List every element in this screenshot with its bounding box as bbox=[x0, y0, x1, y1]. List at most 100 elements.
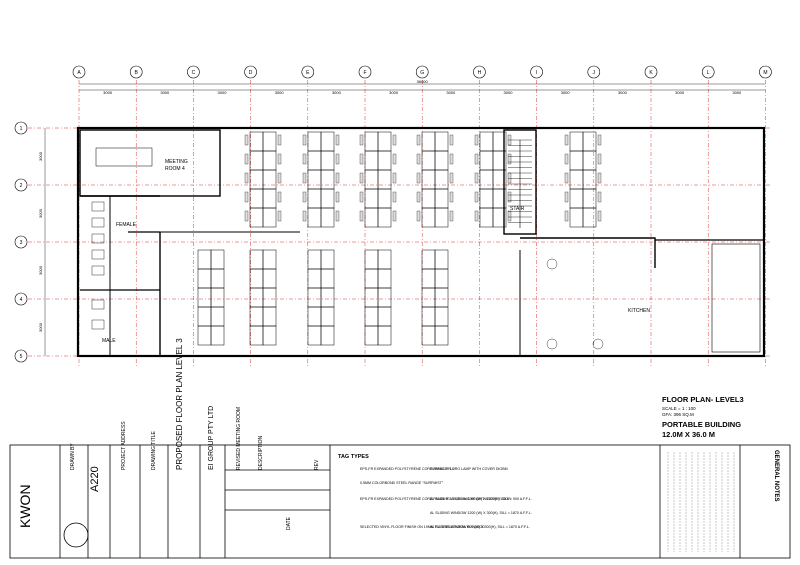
grid-bubble bbox=[129, 65, 143, 79]
tag-surface: SURFACE FLURO LAMP WITH COVER DIGBM bbox=[430, 467, 508, 471]
chair bbox=[564, 134, 569, 146]
chair bbox=[302, 153, 307, 165]
workstations bbox=[91, 131, 761, 353]
drawn-label: DRAWN BY bbox=[70, 443, 76, 470]
room-label-stair: STAIR bbox=[510, 206, 525, 212]
grid-bubble-label: 2 bbox=[20, 183, 23, 189]
column-dim: 3000 bbox=[675, 90, 685, 95]
wc-pan bbox=[91, 319, 105, 330]
chair bbox=[302, 134, 307, 146]
grid-bubble-label: D bbox=[249, 70, 253, 76]
chair bbox=[597, 210, 602, 222]
grid-bubble-label: 4 bbox=[20, 297, 23, 303]
column-dim: 3000 bbox=[389, 90, 399, 95]
column-dim: 3000 bbox=[275, 90, 285, 95]
grid-bubble bbox=[587, 65, 601, 79]
room-label-female: FEMALE bbox=[116, 222, 137, 228]
grid-bubble-label: J bbox=[593, 70, 596, 76]
chair bbox=[474, 134, 479, 146]
tag-w3: AL SLIDING WINDOW 600 (W) X 300(H), SILL… bbox=[430, 525, 530, 529]
column-dim: 3000 bbox=[618, 90, 628, 95]
chair bbox=[564, 153, 569, 165]
grid-bubble bbox=[244, 65, 257, 79]
wc-pan bbox=[91, 201, 105, 212]
room-label-meeting: MEETING bbox=[165, 159, 188, 165]
wc-pan bbox=[91, 249, 105, 260]
plan-gfa: GFA: 396 SQ.M bbox=[662, 412, 694, 417]
chair bbox=[416, 210, 421, 222]
building-type: PORTABLE BUILDING bbox=[662, 420, 741, 429]
column-dim: 3000 bbox=[561, 90, 571, 95]
chair bbox=[416, 153, 421, 165]
tag-eps1: EPS-FR EXPANDED POLYSTYRENE CORE PANEL R… bbox=[360, 467, 454, 471]
chair bbox=[507, 172, 512, 184]
chair bbox=[244, 172, 249, 184]
tag-w1: AL SLIDING WINDOW 1200 (W) X 1200(H), SI… bbox=[430, 497, 532, 501]
chair bbox=[244, 134, 249, 146]
grid-bubble-label: 5 bbox=[20, 354, 23, 360]
grid-bubble-label: A bbox=[77, 70, 81, 76]
kitchen-bench bbox=[711, 243, 761, 353]
grid-bubble bbox=[14, 349, 28, 363]
row-dim: 3000 bbox=[38, 208, 43, 218]
column-dim: 3000 bbox=[160, 90, 170, 95]
wc-pan bbox=[91, 265, 105, 276]
row-dim: 3000 bbox=[38, 322, 43, 332]
chair bbox=[474, 210, 479, 222]
chair bbox=[359, 172, 364, 184]
chair bbox=[392, 191, 397, 203]
grid-bubble-label: B bbox=[135, 70, 139, 76]
grid-bubble-label: 1 bbox=[20, 126, 23, 132]
wc-pan bbox=[91, 299, 105, 310]
plan-title: FLOOR PLAN- LEVEL3 bbox=[662, 395, 744, 404]
chair bbox=[392, 134, 397, 146]
desk bbox=[210, 325, 225, 346]
chair bbox=[335, 172, 340, 184]
grid-bubble bbox=[701, 65, 715, 79]
tag-types-heading: TAG TYPES bbox=[338, 454, 369, 460]
tag-eps2: EPS-FR EXPANDED POLYSTYRENE CORE PANEL R… bbox=[360, 497, 511, 501]
desk bbox=[434, 325, 449, 346]
chair bbox=[564, 172, 569, 184]
desk bbox=[377, 207, 392, 228]
building-size: 12.0M X 36.0 M bbox=[662, 430, 715, 439]
chair bbox=[449, 210, 454, 222]
chair bbox=[449, 153, 454, 165]
chair bbox=[244, 191, 249, 203]
chair bbox=[449, 172, 454, 184]
chair bbox=[302, 210, 307, 222]
desk bbox=[377, 325, 392, 346]
chair bbox=[416, 191, 421, 203]
chair bbox=[449, 134, 454, 146]
grid-bubble bbox=[301, 65, 315, 79]
chair bbox=[564, 191, 569, 203]
grid-bubble-label: G bbox=[420, 70, 424, 76]
drawing-number: A220 bbox=[89, 466, 101, 492]
chair bbox=[277, 210, 282, 222]
table-round bbox=[592, 338, 604, 350]
desk bbox=[320, 325, 335, 346]
chair bbox=[302, 172, 307, 184]
row-dim: 3000 bbox=[38, 151, 43, 161]
desk bbox=[434, 207, 449, 228]
column-dim: 3000 bbox=[103, 90, 113, 95]
chair bbox=[359, 134, 364, 146]
chair bbox=[244, 210, 249, 222]
grid-bubble bbox=[14, 235, 28, 249]
chair bbox=[244, 153, 249, 165]
wc-pan bbox=[91, 217, 105, 228]
plan-scale: SCALE = 1 : 100 bbox=[662, 406, 696, 411]
chair bbox=[335, 191, 340, 203]
desk bbox=[262, 325, 277, 346]
chair bbox=[474, 172, 479, 184]
desk bbox=[492, 207, 507, 228]
bottom-strip-text: KWON A220 DRAWN BY PROJECT ADDRESS DRAWI… bbox=[17, 338, 779, 530]
room-label-kitchen: KITCHEN bbox=[628, 308, 650, 314]
building-outline bbox=[76, 126, 766, 358]
chair bbox=[335, 210, 340, 222]
desk bbox=[320, 207, 335, 228]
column-dim: 3000 bbox=[446, 90, 456, 95]
chair bbox=[597, 172, 602, 184]
